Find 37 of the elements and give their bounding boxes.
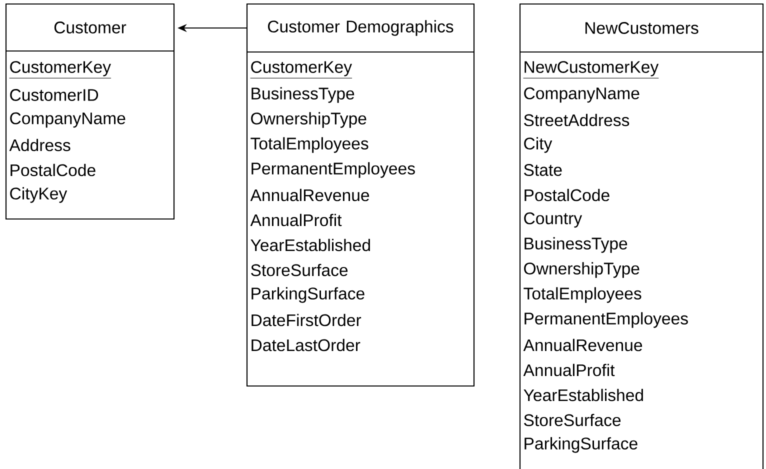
- attribute-name: YearEstablished: [250, 238, 370, 252]
- attribute-name: StoreSurface: [251, 264, 348, 276]
- attribute-name: BusinessType: [524, 237, 628, 253]
- attribute-name: CompanyName: [524, 87, 640, 103]
- attribute-name: DateFirstOrder: [252, 314, 362, 326]
- table-header: Customer: [54, 22, 126, 34]
- key-attribute: CustomerKey: [9, 61, 112, 78]
- attribute-name: State: [524, 164, 562, 176]
- attribute-name: PostalCode: [524, 188, 610, 202]
- attribute-name: StreetAddress: [524, 114, 630, 126]
- attribute-name: PermanentEmployees: [252, 162, 415, 178]
- attribute-name: ParkingSurface: [524, 437, 638, 453]
- attribute-name: Address: [9, 138, 70, 152]
- attribute-name: CompanyName: [10, 112, 126, 128]
- attribute-name: BusinessType: [252, 87, 354, 103]
- attribute-name: PostalCode: [10, 164, 96, 176]
- attribute-name: AnnualProfit: [250, 214, 342, 226]
- attribute-name: CityKey: [10, 187, 68, 203]
- attribute-name: StoreSurface: [524, 414, 621, 426]
- attribute-name: DateLastOrder: [252, 338, 360, 352]
- table-header: NewCustomers: [585, 22, 698, 34]
- attribute-name: TotalEmployees: [250, 137, 368, 153]
- key-attribute: CustomerKey: [250, 61, 352, 78]
- attribute-name: AnnualRevenue: [523, 338, 642, 352]
- attribute-name: CustomerID: [10, 89, 98, 101]
- attribute-name: OwnershipType: [524, 262, 640, 278]
- attribute-name: YearEstablished: [524, 388, 643, 402]
- table-header: Customer Demographics: [268, 20, 454, 36]
- attribute-name: City: [524, 137, 552, 153]
- attribute-name: AnnualRevenue: [250, 188, 370, 202]
- attribute-name: AnnualProfit: [523, 364, 615, 376]
- attribute-name: Country: [524, 212, 582, 228]
- attribute-name: ParkingSurface: [252, 287, 364, 303]
- attribute-name: TotalEmployees: [524, 287, 642, 303]
- key-attribute: NewCustomerKey: [523, 61, 659, 78]
- attribute-name: PermanentEmployees: [524, 312, 688, 328]
- attribute-name: OwnershipType: [251, 112, 366, 128]
